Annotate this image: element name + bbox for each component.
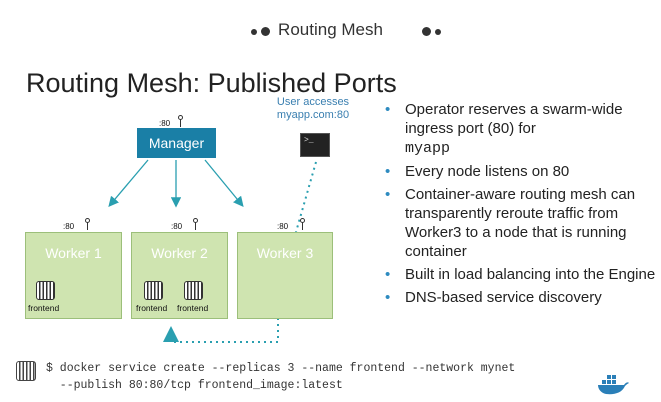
worker3-port: :80 [277,222,289,231]
worker-1-label: Worker 1 [45,245,102,261]
access-note: User accesses myapp.com:80 [276,96,350,121]
docker-whale-icon [598,375,629,395]
container-icon [36,281,55,300]
header-dots-left [251,27,274,36]
worker3-pin [300,218,305,230]
manager-pin [178,115,183,127]
container-icon [184,281,203,300]
container-icon [16,361,36,381]
bullet-item: Every node listens on 80 [381,162,661,181]
arrow-manager-worker1 [108,159,149,207]
command-line-1: $ docker service create --replicas 3 --n… [46,362,516,375]
bullet-item: Container-aware routing mesh can transpa… [381,185,661,261]
command-line-2: --publish 80:80/tcp frontend_image:lates… [46,379,343,392]
command-block: $ docker service create --replicas 3 --n… [46,360,515,394]
manager-port: :80 [159,119,171,128]
bullet-text: Every node listens on 80 [405,163,570,180]
bullet-text: Operator reserves a swarm-wide ingress p… [405,101,623,137]
dotted-reroute-worker3-worker2 [163,318,279,343]
bullet-text: Built in load balancing into the Engine [405,266,656,283]
container-icon [144,281,163,300]
worker-2-label: Worker 2 [151,245,208,261]
worker1-pin [85,218,90,230]
bullet-code: myapp [405,140,451,157]
worker2-pin [193,218,198,230]
worker-3-label: Worker 3 [256,245,314,261]
worker-1-node: Worker 1 frontend [25,232,122,319]
dotted-link-terminal-worker3 [295,161,317,233]
manager-node: Manager [137,128,216,158]
bullet-text: Container-aware routing mesh can transpa… [405,186,636,260]
worker1-port: :80 [63,222,75,231]
bullet-item: DNS-based service discovery [381,288,661,307]
worker-2-container-label-2: frontend [177,303,209,313]
arrow-manager-worker3 [204,159,244,208]
worker-1-container-label: frontend [28,303,60,313]
slide-title: Routing Mesh: Published Ports [26,68,397,98]
header-title: Routing Mesh [278,20,383,39]
terminal-icon: >_ [300,133,330,157]
bullet-text: DNS-based service discovery [405,289,602,306]
worker-3-node: Worker 3 [237,232,333,319]
worker2-port: :80 [171,222,183,231]
bullet-list: Operator reserves a swarm-wide ingress p… [381,100,661,311]
worker-2-container-label-1: frontend [136,303,168,313]
terminal-prompt: >_ [304,136,314,145]
header-dots-right [422,27,445,36]
bullet-item: Operator reserves a swarm-wide ingress p… [381,100,661,158]
bullet-item: Built in load balancing into the Engine [381,265,661,284]
worker-2-node: Worker 2 frontend frontend [131,232,228,319]
